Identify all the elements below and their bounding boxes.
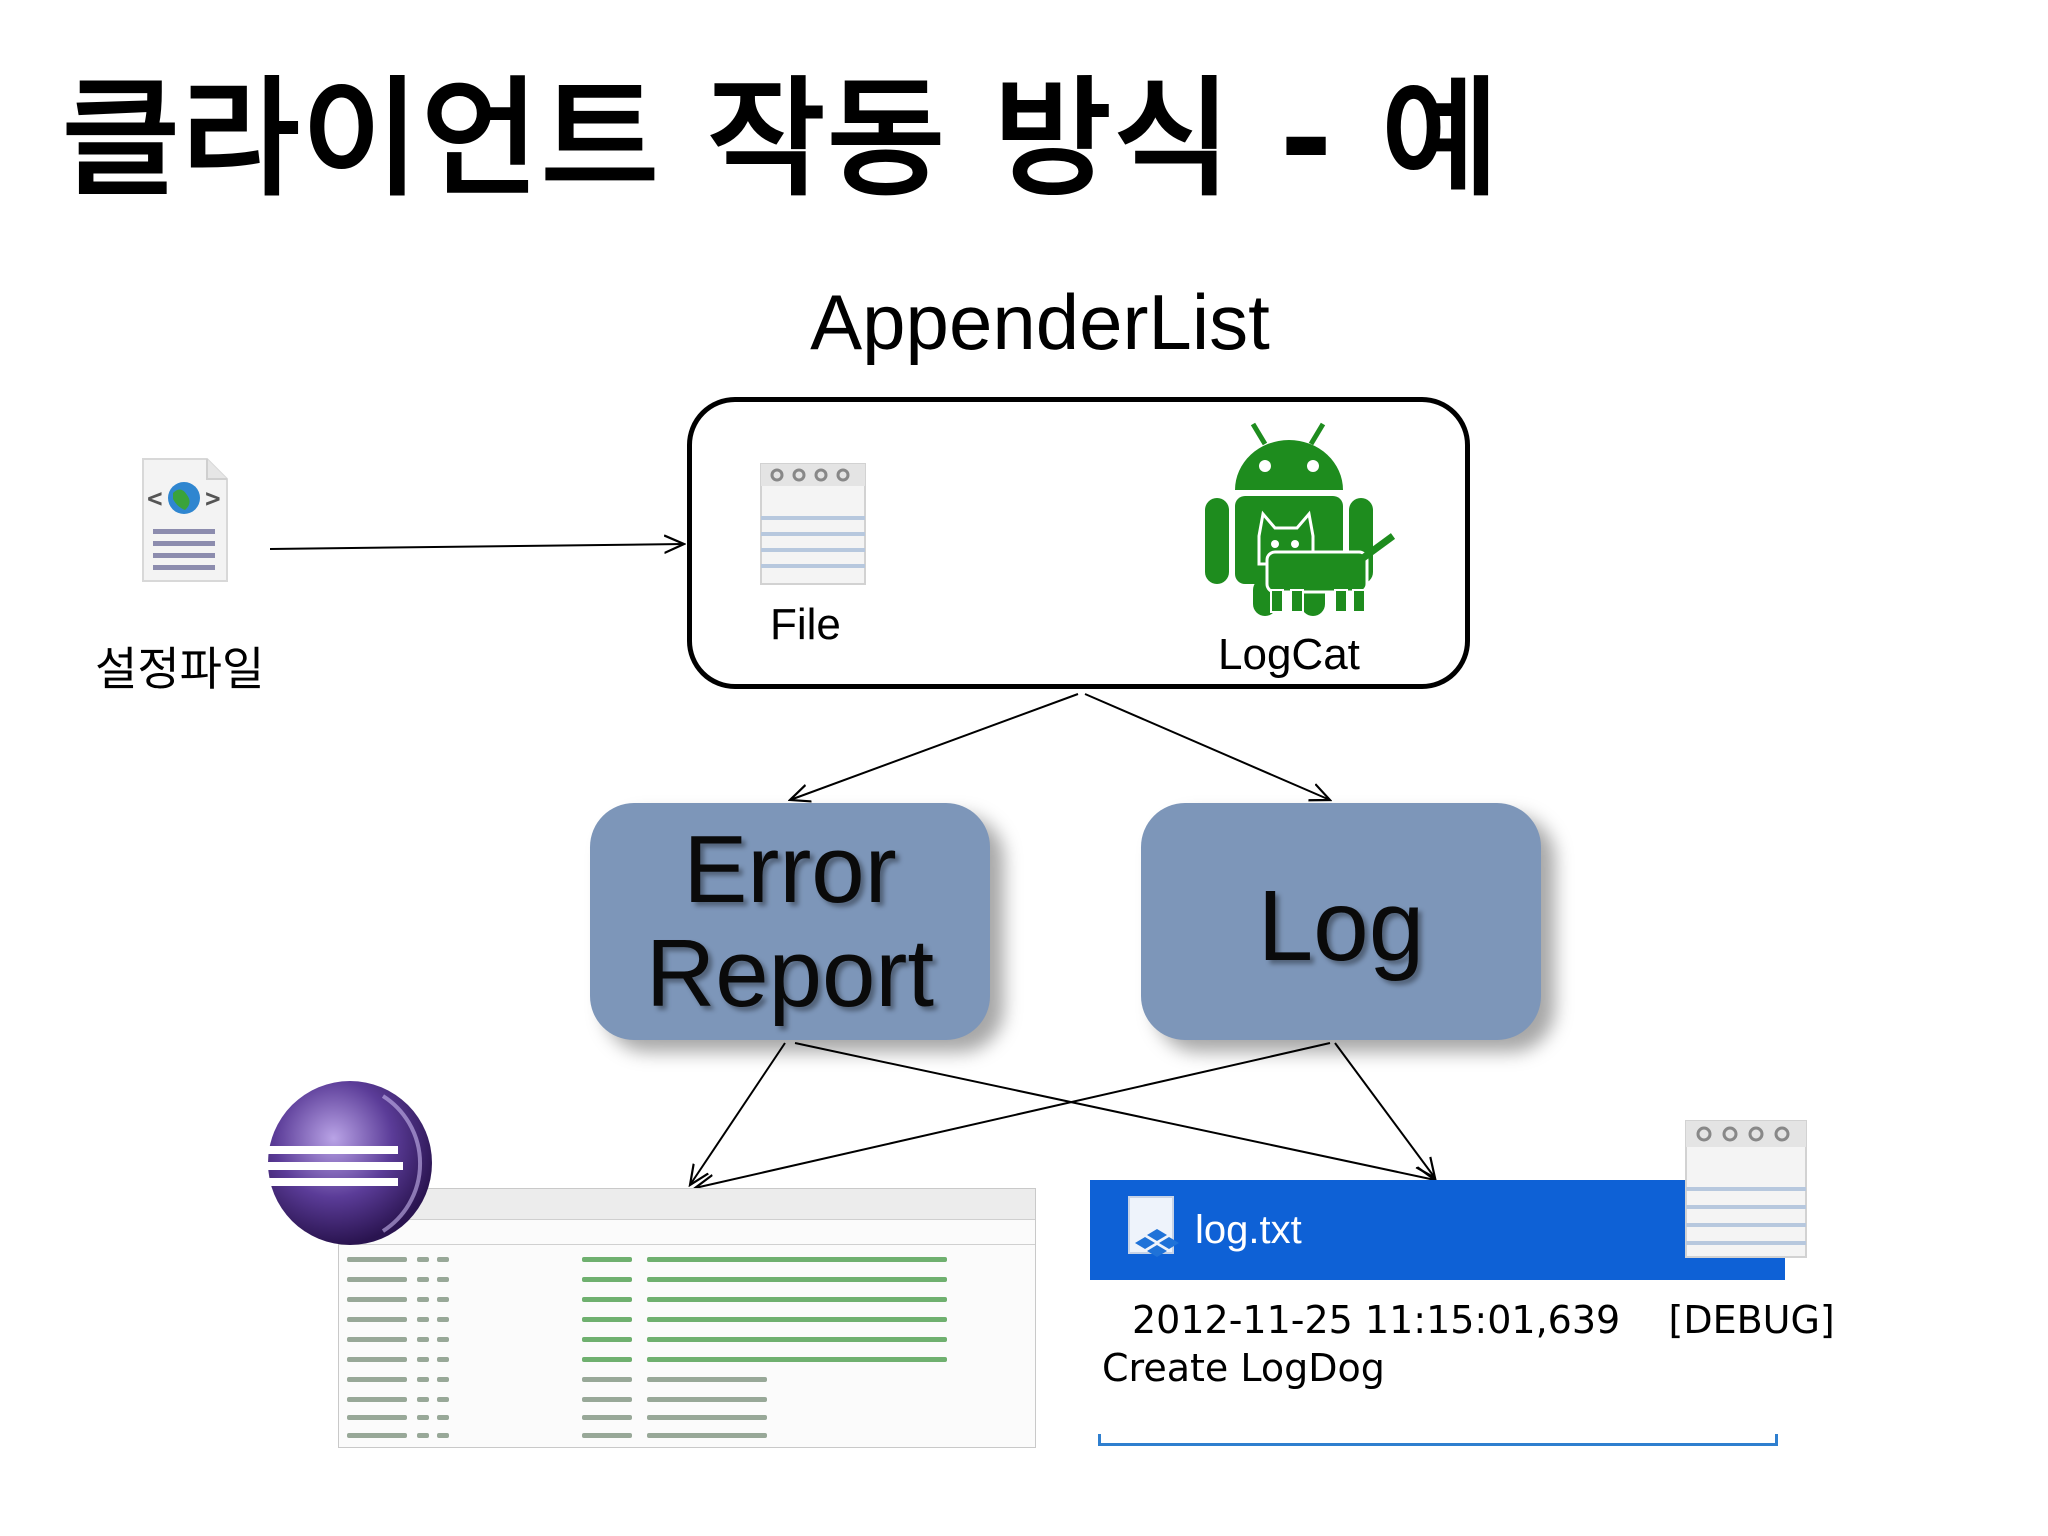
appender-list-box [687, 397, 1470, 689]
console-row [347, 1431, 1027, 1441]
page-title: 클라이언트 작동 방식 - 예 [62, 65, 1501, 214]
log-file-name: log.txt [1195, 1208, 1302, 1252]
console-row [347, 1315, 1027, 1325]
arrow-log-to-logfile [1334, 1042, 1435, 1178]
dropbox-file-icon [1128, 1196, 1179, 1257]
console-row [347, 1275, 1027, 1285]
arrow-error-to-console [690, 1042, 786, 1185]
eclipse-console-thumbnail [338, 1188, 1036, 1448]
log-box: Log [1141, 803, 1541, 1040]
console-row [347, 1255, 1027, 1265]
console-header [339, 1220, 1035, 1245]
error-report-box: Error Report [590, 803, 990, 1040]
error-report-label: Error Report [646, 818, 934, 1025]
console-toolbar [339, 1189, 1035, 1220]
console-row [347, 1375, 1027, 1385]
log-label: Log [1257, 870, 1425, 982]
eclipse-icon [268, 1081, 432, 1245]
notepad-icon [1685, 1120, 1807, 1258]
appender-list-title: AppenderList [810, 278, 1270, 366]
xml-document-icon: < > [142, 458, 228, 582]
log-file-bottom-bracket [1098, 1434, 1778, 1446]
error-report-line2: Report [645, 919, 935, 1027]
console-row [347, 1295, 1027, 1305]
file-appender-label: File [770, 600, 841, 649]
svg-text:>: > [205, 484, 221, 514]
error-report-line1: Error [683, 815, 897, 923]
arrow-log-to-console [695, 1042, 1331, 1188]
svg-text:<: < [147, 484, 163, 514]
logcat-appender-label: LogCat [1218, 630, 1360, 679]
console-row [347, 1335, 1027, 1345]
arrow-appender-to-log [1084, 693, 1330, 800]
config-file-label: 설정파일 [95, 643, 265, 695]
arrow-config-to-appender [269, 544, 684, 549]
log-file-header [1090, 1180, 1785, 1280]
log-line-message: Create LogDog [1102, 1346, 1385, 1390]
arrow-error-to-logfile [794, 1042, 1435, 1180]
notepad-icon [760, 463, 866, 585]
android-logcat-icon [1205, 422, 1396, 616]
console-row [347, 1413, 1027, 1423]
console-row [347, 1395, 1027, 1405]
log-line-timestamp: 2012-11-25 11:15:01,639 [DEBUG] [1132, 1298, 1835, 1342]
console-row [347, 1355, 1027, 1365]
arrow-appender-to-error [790, 693, 1079, 800]
